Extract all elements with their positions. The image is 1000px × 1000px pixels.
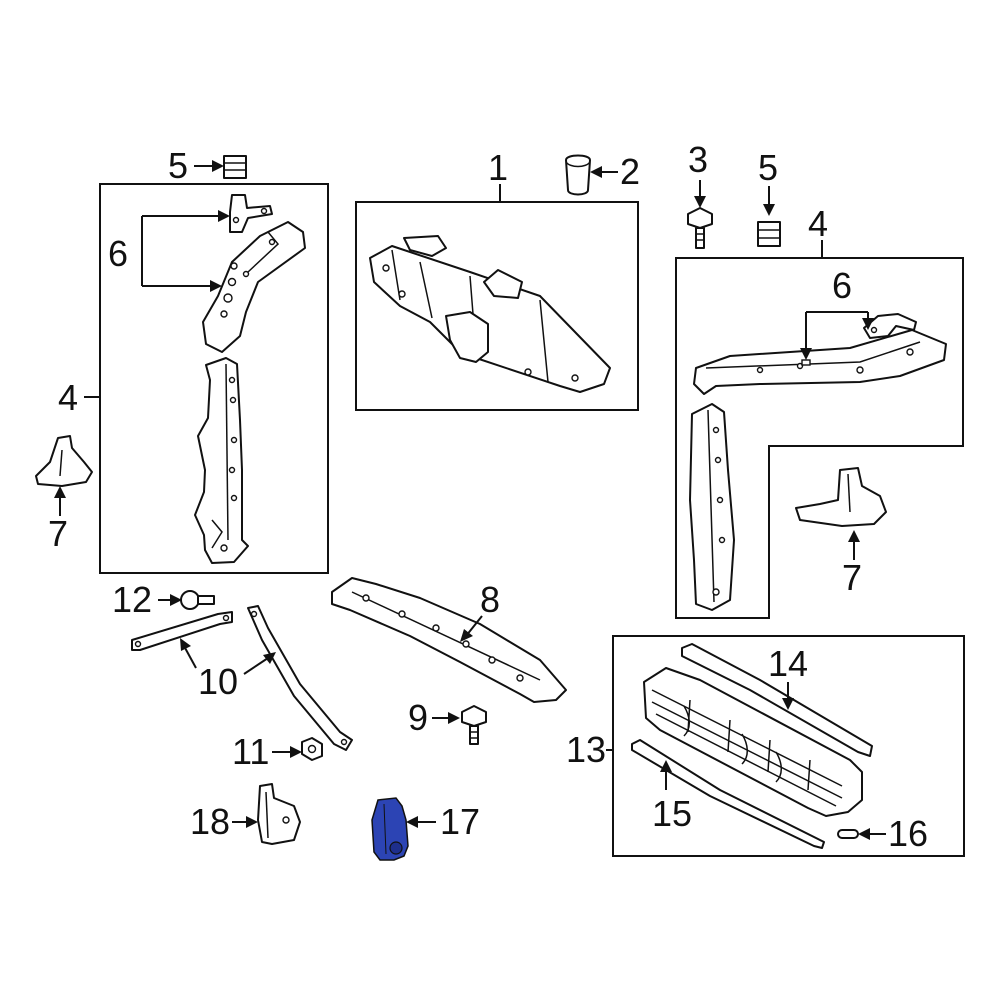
group-frame-right-support (675, 257, 964, 619)
arrowhead-3 (694, 196, 706, 208)
arrowhead-10-b (263, 652, 276, 664)
part-11-nut (301, 737, 323, 761)
part-6-right-upper-arm (693, 329, 947, 395)
part-18-bracket (257, 783, 301, 845)
arrowhead-9 (448, 712, 460, 724)
callout-12: 12 (112, 579, 152, 620)
callout-7-left: 7 (48, 513, 68, 554)
group-frame-left-support (99, 183, 329, 574)
part-4-left-vertical-support (194, 357, 249, 564)
part-6-left-bracket (229, 194, 273, 233)
arrowhead-6-left-a (218, 210, 230, 222)
arrowhead-16 (858, 828, 870, 840)
part-13-active-grille-shutter (643, 667, 863, 817)
callout-2: 2 (620, 151, 640, 192)
arrowhead-5-right (763, 204, 775, 216)
callout-13: 13 (566, 729, 606, 770)
callout-3: 3 (688, 139, 708, 180)
arrowhead-14 (782, 698, 794, 710)
part-6-right-bracket (863, 313, 917, 339)
part-10-short-brace (131, 611, 233, 651)
part-15-lower-seal (631, 739, 825, 849)
part-6-left-upper-arm (202, 221, 306, 353)
leader-6-left (141, 215, 222, 287)
arrowhead-12 (170, 594, 182, 606)
part-7-right-bracket (795, 467, 887, 527)
callout-8: 8 (480, 579, 500, 620)
part-5-left-bushing (223, 155, 247, 179)
callout-15: 15 (652, 793, 692, 834)
group-frame-shutter-assembly (612, 635, 965, 857)
part-12-bolt (180, 590, 215, 610)
arrowhead-5-left (212, 160, 224, 172)
callout-11: 11 (232, 731, 269, 772)
arrowhead-11 (290, 746, 302, 758)
callout-6-left: 6 (108, 233, 128, 274)
leader-10-b (243, 657, 269, 675)
part-1-upper-tie-bar (369, 235, 611, 393)
group-frame-upper-tie-bar (355, 201, 639, 411)
callout-9: 9 (408, 697, 428, 738)
arrowhead-6-left-b (210, 280, 222, 292)
callout-14: 14 (768, 643, 808, 684)
part-4-right-vertical-support (689, 403, 735, 611)
arrowhead-7-left (54, 486, 66, 498)
arrowhead-2 (590, 166, 602, 178)
callout-17: 17 (440, 801, 480, 842)
callout-5-right: 5 (758, 147, 778, 188)
callout-5-left: 5 (168, 145, 188, 186)
callout-10: 10 (198, 661, 238, 702)
arrowhead-15 (660, 760, 672, 772)
part-14-upper-seal (681, 643, 873, 757)
part-9-bolt (461, 705, 487, 745)
part-2-bushing (565, 154, 591, 196)
arrowhead-6-right-b (862, 318, 874, 330)
part-7-left-bracket (35, 435, 93, 487)
callout-18: 18 (190, 801, 230, 842)
arrowhead-8 (460, 629, 473, 642)
callout-6-right: 6 (832, 265, 852, 306)
arrowhead-17 (406, 816, 418, 828)
arrowhead-18 (246, 816, 258, 828)
callout-16: 16 (888, 813, 928, 854)
part-16-clip (837, 829, 859, 839)
callout-1: 1 (488, 147, 508, 188)
part-3-bolt (687, 207, 713, 249)
part-5-right-bushing (757, 221, 781, 247)
part-8-lower-tie-bar (331, 577, 567, 703)
arrowhead-6-right-a (800, 348, 812, 360)
callout-4-left: 4 (58, 377, 78, 418)
callout-7-right: 7 (842, 557, 862, 598)
arrowhead-10-a (180, 638, 191, 651)
arrowhead-7-right (848, 530, 860, 542)
callout-4-right: 4 (808, 203, 828, 244)
part-10-long-brace (247, 605, 353, 751)
leader-10-a (183, 645, 197, 669)
part-17-highlighted-bracket[interactable] (371, 797, 409, 861)
